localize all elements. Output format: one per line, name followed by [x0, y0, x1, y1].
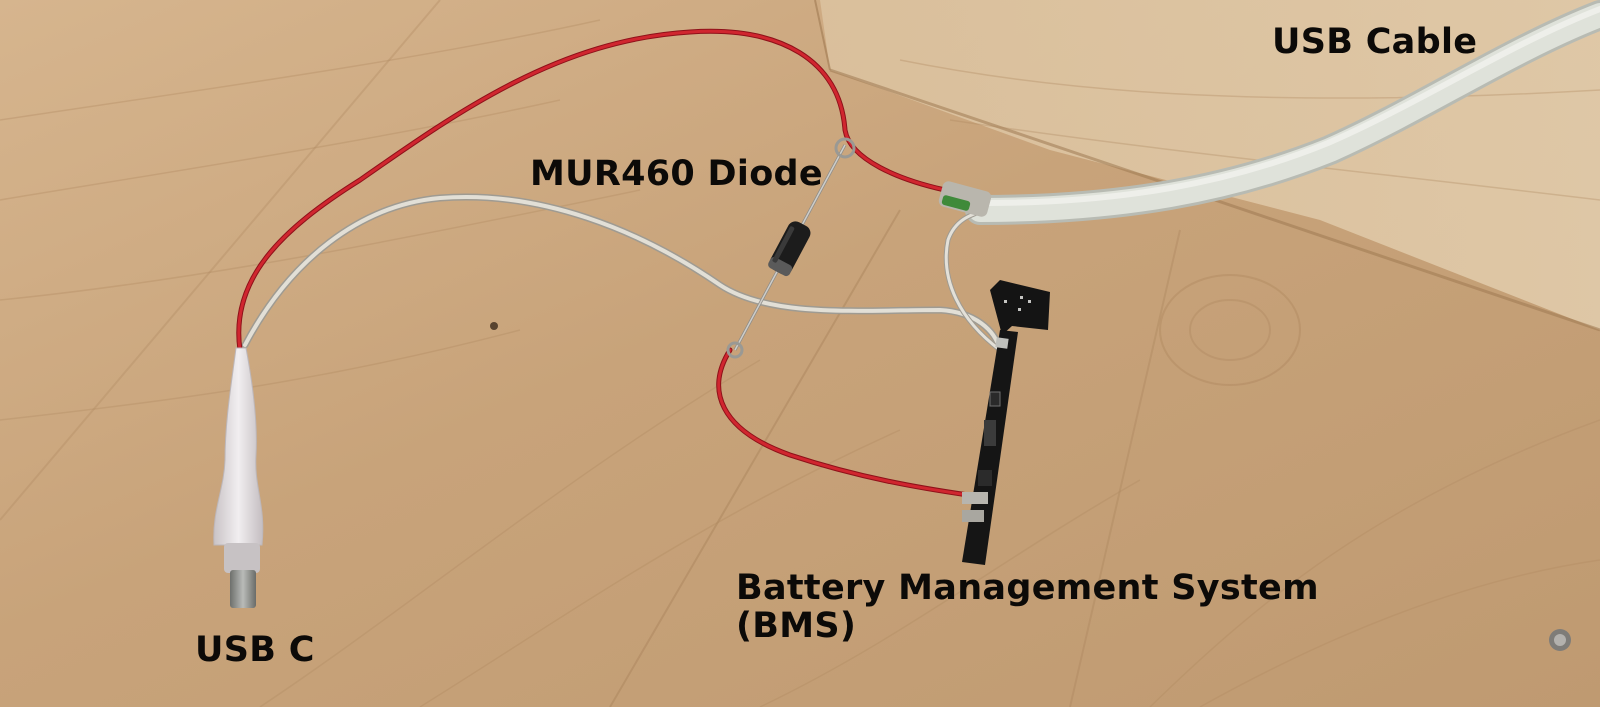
bms-board	[962, 280, 1050, 565]
silver-wire	[241, 193, 1004, 354]
red-wire-bms	[716, 347, 971, 498]
red-wire-positive	[236, 28, 983, 353]
usb-cable-label: USB Cable	[1272, 22, 1478, 62]
bms-label: Battery Management System (BMS)	[736, 568, 1319, 646]
diode-label: MUR460 Diode	[530, 154, 823, 194]
cable-solder-joint	[938, 181, 992, 217]
bms-label-line1: Battery Management System	[736, 568, 1319, 608]
usb-cable	[965, 0, 1600, 225]
mur460-diode	[726, 137, 856, 359]
usb-c-connector	[213, 347, 264, 608]
bms-label-line2: (BMS)	[736, 605, 857, 646]
usb-c-label: USB C	[195, 630, 315, 670]
